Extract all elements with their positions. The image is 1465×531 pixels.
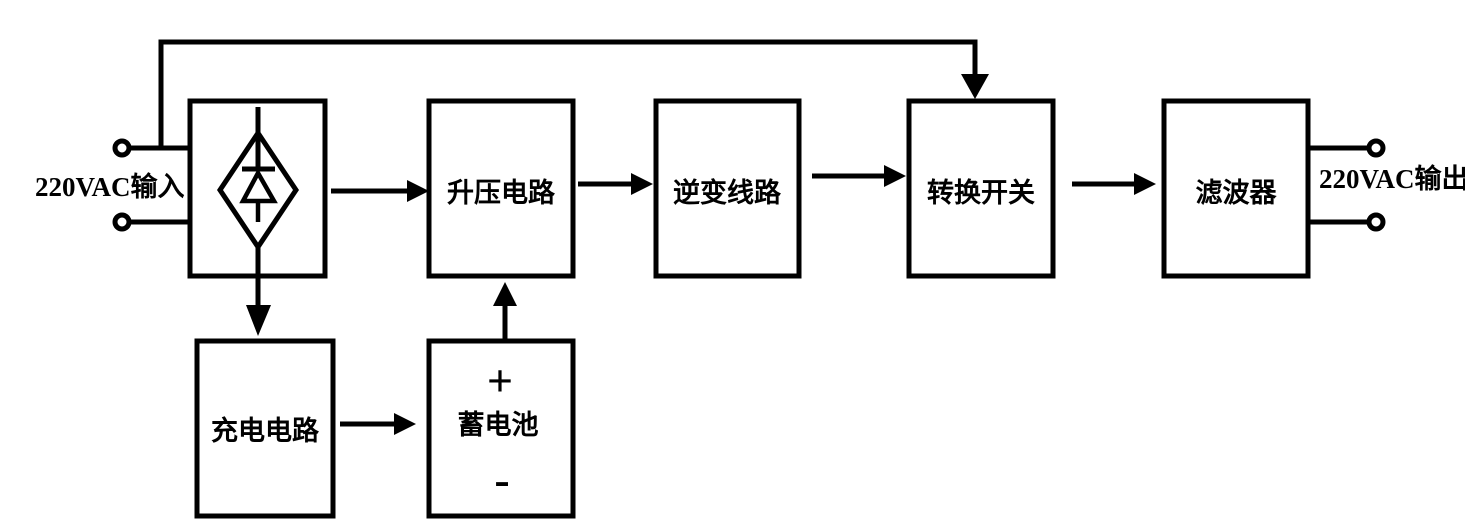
- output-terminal-top-icon: [1366, 138, 1386, 158]
- battery-minus-sign: -: [494, 454, 509, 505]
- inverter-label: 逆变线路: [673, 177, 782, 208]
- arrow-right-icon: [631, 173, 653, 195]
- output-terminal-bottom-icon: [1366, 212, 1386, 232]
- boost-label: 升压电路: [447, 177, 556, 208]
- input-terminals: [112, 138, 190, 232]
- diode-icon: [216, 107, 300, 305]
- battery-label: 蓄电池: [458, 410, 539, 440]
- input-terminal-top-icon: [112, 138, 132, 158]
- battery-box: [426, 338, 576, 519]
- transfer-switch-box: [906, 98, 1056, 279]
- arrow-charger-to-battery: [340, 413, 416, 435]
- arrow-down-icon: [961, 74, 989, 99]
- filter-box: [1161, 98, 1311, 279]
- arrow-up-icon: [493, 282, 517, 306]
- arrow-boost-to-inverter: [578, 173, 653, 195]
- arrow-right-icon: [407, 180, 429, 202]
- bypass-line: [158, 39, 989, 148]
- arrow-right-icon: [1134, 173, 1156, 195]
- arrow-inverter-to-transfer-switch: [812, 165, 906, 187]
- charger-circuit-box: [194, 338, 336, 519]
- arrow-battery-to-boost: [493, 282, 517, 341]
- transfer-switch-label: 转换开关: [927, 178, 1035, 208]
- input-terminal-bottom-icon: [112, 212, 132, 232]
- arrow-right-icon: [884, 165, 906, 187]
- inverter-circuit-box: [653, 98, 802, 279]
- charger-label: 充电电路: [211, 415, 320, 446]
- arrow-down-icon: [246, 305, 271, 336]
- arrow-transfer-switch-to-filter: [1072, 173, 1156, 195]
- filter-label: 滤波器: [1196, 178, 1278, 208]
- boost-circuit-box: [426, 98, 576, 279]
- output-terminals: [1308, 138, 1386, 232]
- battery-plus-sign: +: [487, 355, 513, 406]
- output-label: 220VAC输出: [1319, 163, 1465, 194]
- arrow-right-icon: [394, 413, 416, 435]
- bypass-wire: [158, 39, 978, 148]
- arrow-rectifier-to-boost: [331, 180, 429, 202]
- arrow-rectifier-to-charger: [246, 305, 271, 336]
- input-label: 220VAC输入: [35, 171, 185, 202]
